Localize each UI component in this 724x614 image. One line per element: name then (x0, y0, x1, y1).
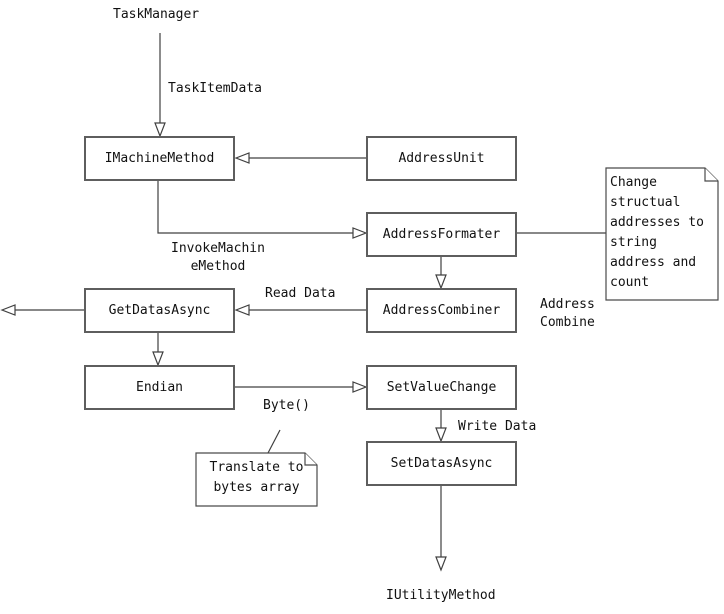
node-get-datas-async: GetDatasAsync (84, 288, 235, 333)
node-set-value-change: SetValueChange (366, 365, 517, 410)
label-read-data: Read Data (265, 286, 336, 301)
node-address-combiner: AddressCombiner (366, 288, 517, 333)
node-address-unit: AddressUnit (366, 136, 517, 181)
note-change-addresses-fold-icon (704, 168, 718, 182)
note-change-addresses-outline (605, 167, 719, 301)
arrowhead-down-iutilitymethod (435, 556, 447, 572)
label-task-manager: TaskManager (113, 7, 200, 22)
arrowhead-down-addresscombiner (435, 274, 447, 290)
label-byte: Byte() (263, 398, 310, 413)
node-endian: Endian (84, 365, 235, 410)
arrowhead-down-imachinemethod (154, 122, 166, 138)
note-translate-bytes: Translate to bytes array (209, 460, 304, 495)
arrowhead-left-edge (0, 304, 16, 316)
arrowhead-left-imachinemethod (234, 152, 250, 164)
node-imachine-method: IMachineMethod (84, 136, 235, 181)
arrowhead-right-setvaluechange (352, 381, 368, 393)
connector-imachinemethod-to-addressformater (157, 181, 353, 234)
note-change-addresses: Change structual addresses to string add… (610, 175, 704, 290)
note-translate-bytes-outline (195, 452, 318, 507)
node-address-formater: AddressFormater (366, 212, 517, 257)
note-translate-bytes-fold-icon (304, 453, 317, 466)
label-invoke-machine-method: InvokeMachin eMethod (171, 241, 265, 274)
arrowhead-down-setdatasasync (435, 427, 447, 443)
label-task-item-data: TaskItemData (168, 81, 262, 96)
label-iutility-method: IUtilityMethod (386, 588, 496, 603)
label-write-data: Write Data (458, 419, 537, 434)
label-address-combine: Address Combine (540, 297, 595, 330)
arrowhead-down-endian (152, 351, 164, 367)
arrowhead-left-getdatasasync (234, 304, 250, 316)
node-set-datas-async: SetDatasAsync (366, 441, 517, 486)
arrowhead-right-addressformater (352, 227, 368, 239)
connector-note-bytes-pointer (267, 429, 281, 454)
